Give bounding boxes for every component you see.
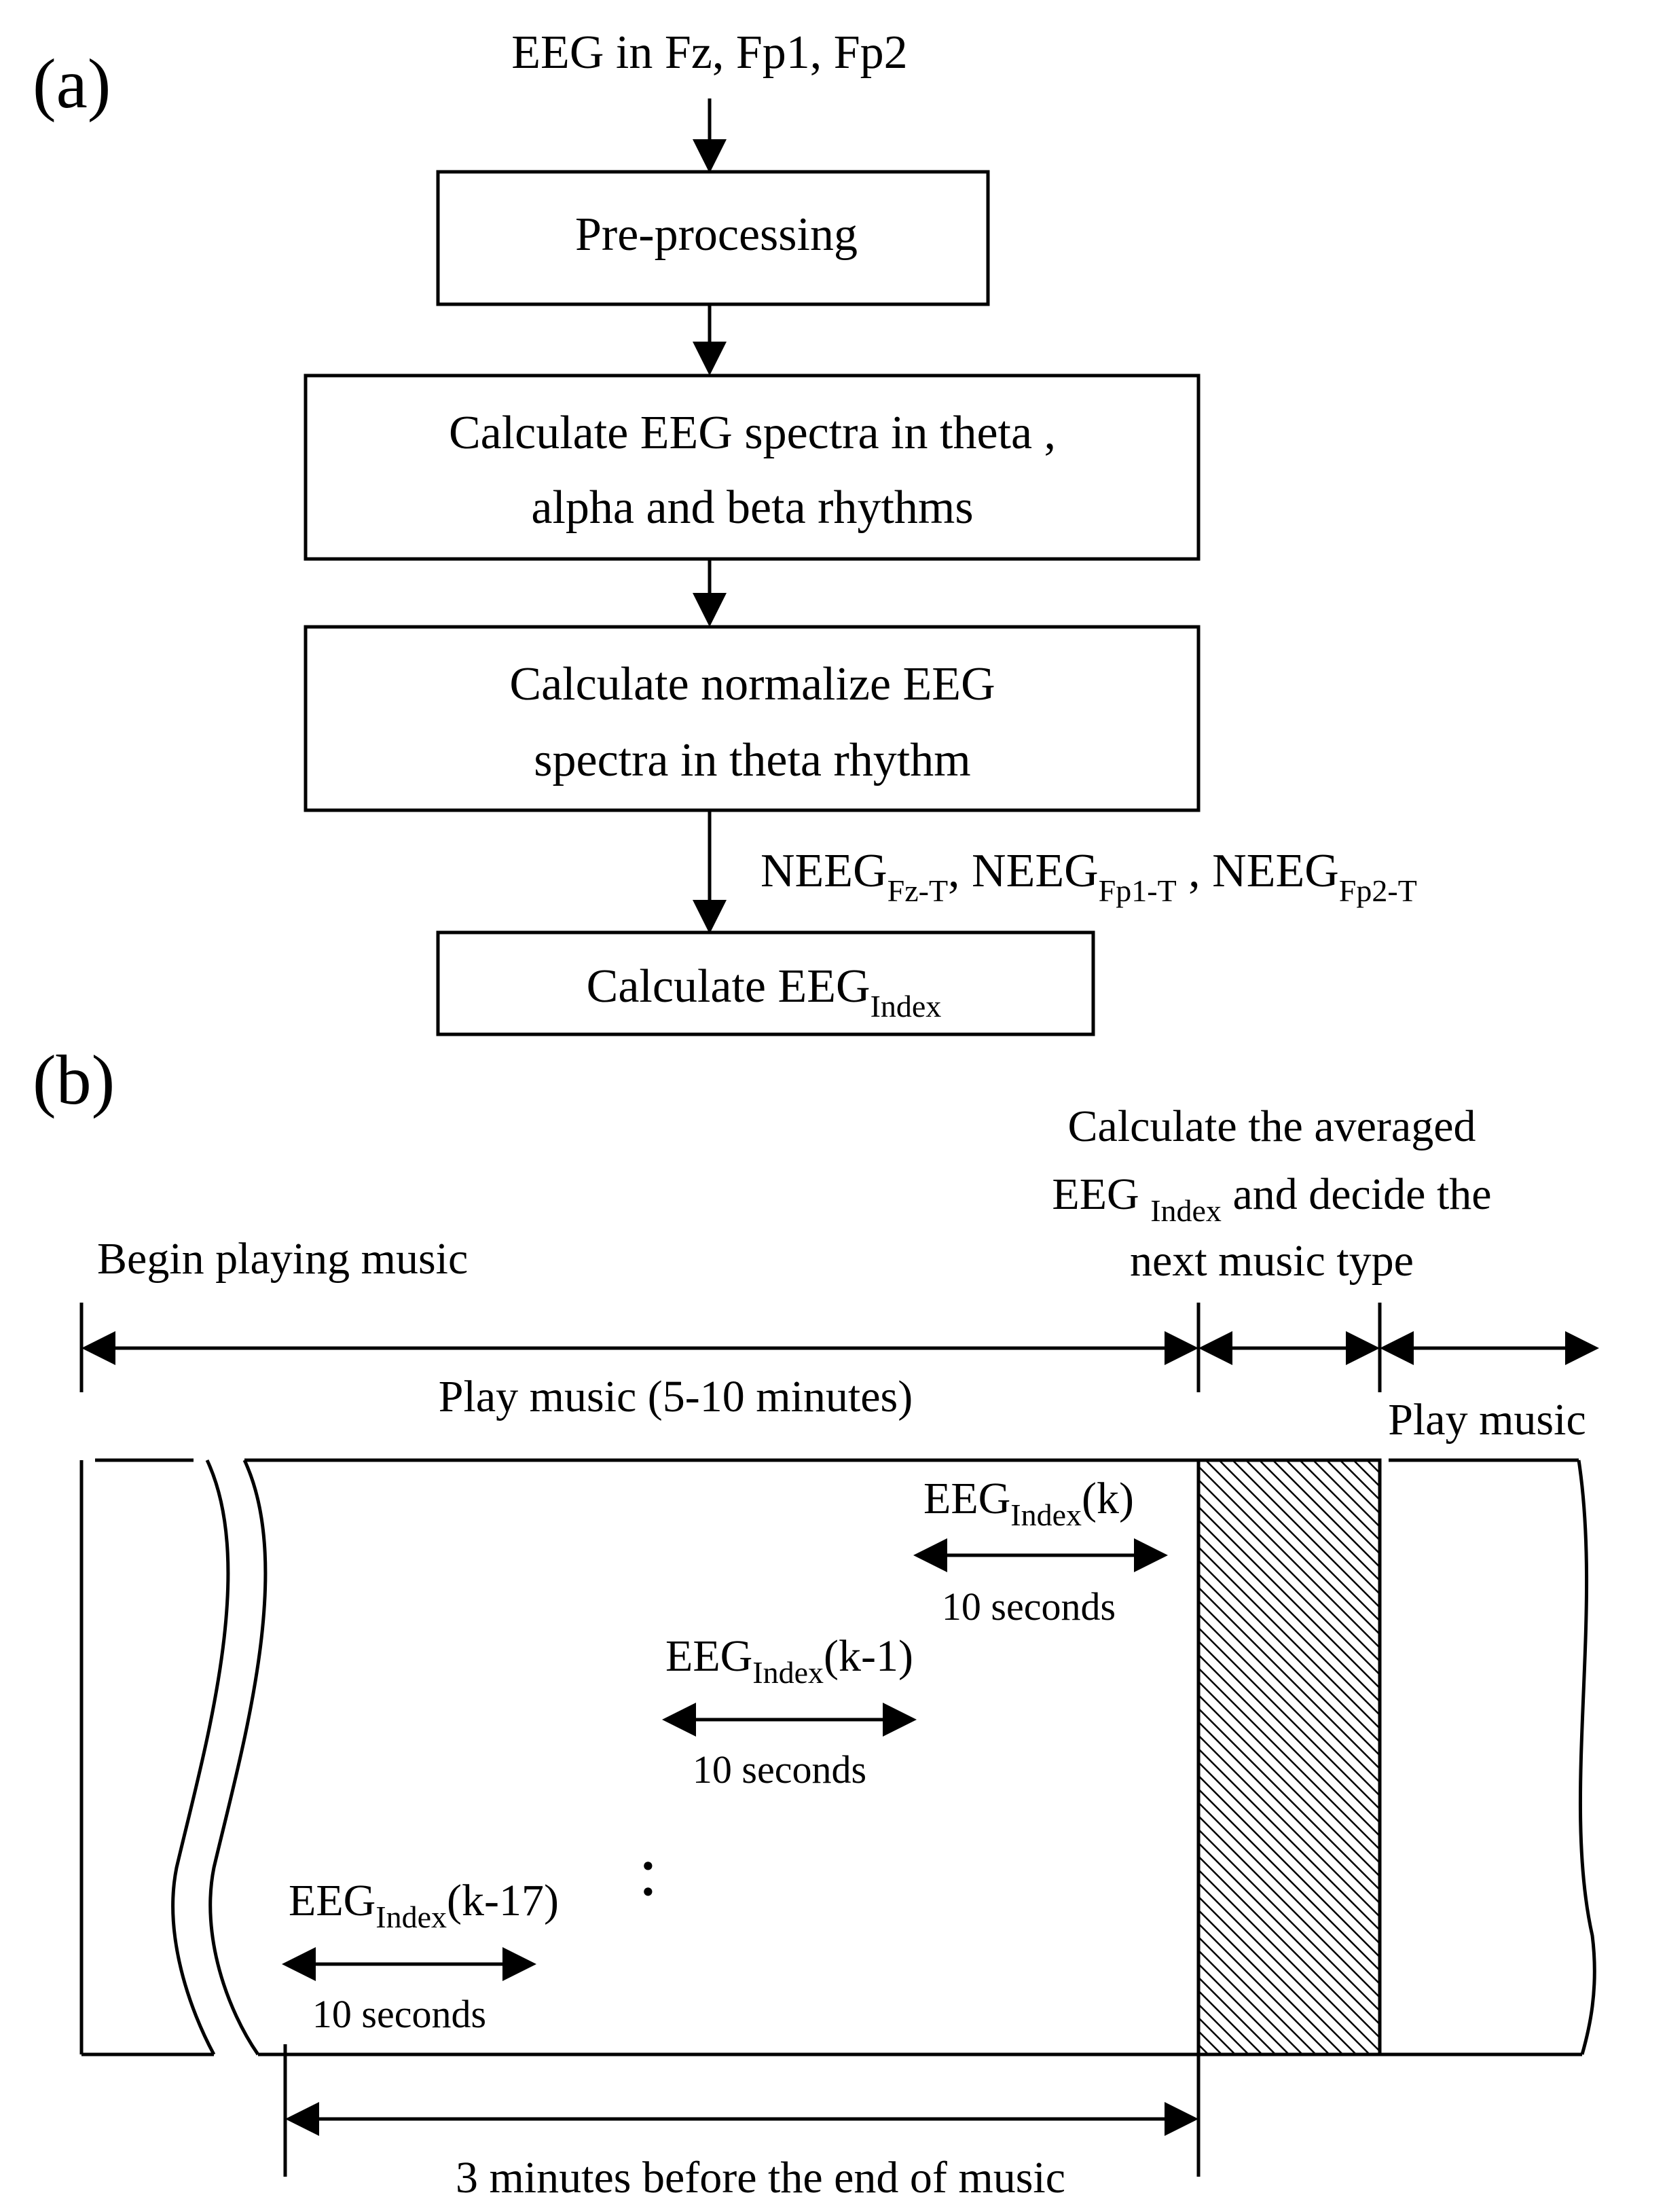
play-short-label: Play music (1388, 1395, 1586, 1445)
index-label-main: Calculate EEG (587, 960, 871, 1013)
eeg-index-k17-label: EEGIndex(k-17) (289, 1876, 559, 1934)
averaged-label-line1: Calculate the averaged (1068, 1102, 1476, 1151)
break-line-far-right (1577, 1459, 1596, 2055)
eeg-k-arg: (k) (1082, 1474, 1134, 1523)
normalize-box (304, 625, 1201, 812)
break-line-right (208, 1459, 268, 2056)
preprocessing-box (436, 170, 990, 306)
neeg-sub-fp2: Fp2-T (1339, 873, 1417, 908)
ten-seconds-k: 10 seconds (942, 1584, 1116, 1629)
hatched-decision-block (1196, 1458, 1382, 2056)
spectra-label-line1: Calculate EEG spectra in theta , (449, 407, 1056, 459)
play-long-label: Play music (5-10 minutes) (439, 1372, 913, 1421)
eeg-k1-sub: Index (752, 1655, 824, 1690)
eeg-k-sub: Index (1010, 1498, 1082, 1532)
three-minutes-label: 3 minutes before the end of music (456, 2153, 1065, 2202)
neeg-1: NEEG (761, 845, 887, 897)
neeg-3: NEEG (1212, 845, 1339, 897)
eeg-index-k-label: EEGIndex(k) (923, 1474, 1134, 1532)
averaged-rest: and decide the (1222, 1170, 1492, 1219)
panel-a-label: (a) (33, 45, 111, 123)
preprocessing-label: Pre-processing (575, 208, 858, 261)
spectra-label-line2: alpha and beta rhythms (531, 482, 973, 534)
neeg-sub-fz: Fz-T (887, 873, 948, 908)
ten-seconds-k17: 10 seconds (312, 1992, 486, 2036)
normalize-label-line1: Calculate normalize EEG (509, 658, 995, 710)
neeg-sep-1: , (948, 845, 972, 897)
ten-seconds-k1: 10 seconds (693, 1747, 866, 1792)
input-label: EEG in Fz, Fp1, Fp2 (511, 26, 907, 79)
normalize-label-line2: spectra in theta rhythm (534, 734, 970, 786)
eeg-k17-arg: (k-17) (447, 1876, 559, 1925)
eeg-k1-main: EEG (665, 1631, 752, 1681)
index-label: Calculate EEGIndex (587, 960, 942, 1023)
index-label-sub: Index (871, 989, 942, 1023)
eeg-k17-main: EEG (289, 1876, 375, 1925)
neeg-sub-fp1: Fp1-T (1099, 873, 1177, 908)
neeg-2: NEEG (972, 845, 1099, 897)
averaged-index-sub: Index (1150, 1193, 1222, 1228)
index-box (436, 930, 1095, 1036)
break-line-left (171, 1459, 230, 2056)
neeg-label: NEEGFz-T, NEEGFp1-T , NEEGFp2-T (761, 845, 1417, 908)
spectra-box (304, 374, 1201, 561)
begin-playing-label: Begin playing music (97, 1234, 468, 1284)
averaged-label-line2: EEG Index and decide the (1052, 1170, 1491, 1228)
eeg-k17-sub: Index (375, 1900, 447, 1934)
eeg-k1-arg: (k-1) (824, 1631, 913, 1681)
panel-b-label: (b) (33, 1041, 115, 1119)
ellipsis-mark: : (638, 1832, 658, 1910)
neeg-sep-2: , (1177, 845, 1213, 897)
eeg-index-k1-label: EEGIndex(k-1) (665, 1631, 913, 1690)
eeg-k-main: EEG (923, 1474, 1010, 1523)
averaged-label-line3: next music type (1130, 1236, 1414, 1286)
averaged-eeg: EEG (1052, 1170, 1150, 1219)
